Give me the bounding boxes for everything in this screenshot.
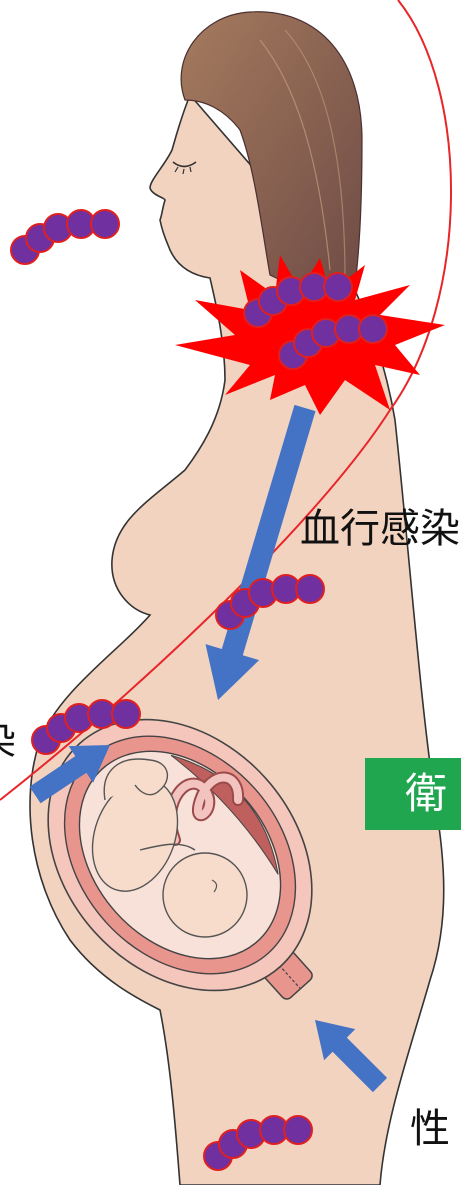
bacterium [91, 210, 119, 238]
genital-infection-label: 性 [410, 1106, 461, 1152]
hygiene-box: 衛 [365, 758, 461, 830]
hematogenous-infection-label: 血行感染 [300, 506, 461, 552]
bacterium [296, 575, 324, 603]
left-edge-label-text: 染 [0, 718, 16, 764]
bacterium [112, 700, 140, 728]
bacterium [284, 1116, 312, 1144]
fetus-head [163, 853, 247, 937]
left-edge-label: 染 [0, 718, 16, 764]
bacterium [324, 273, 352, 301]
hygiene-box-label: 衛 [405, 770, 447, 818]
bacteria-chain-icon [11, 210, 119, 264]
bacterium [359, 315, 387, 343]
